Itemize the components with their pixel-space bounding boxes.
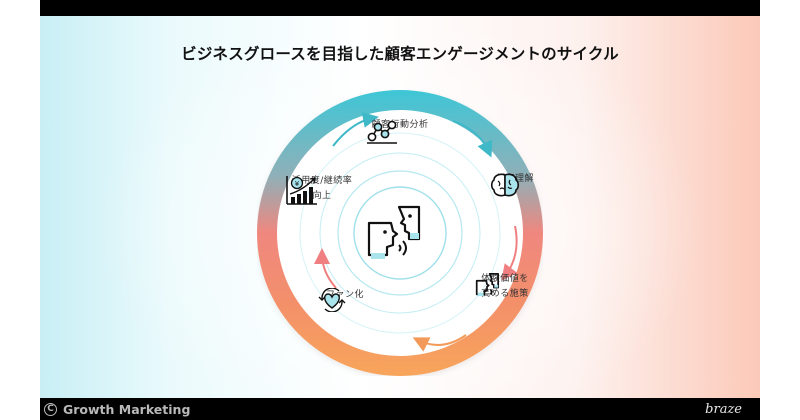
cycle-step-customer-behavior-analysis: 顧客行動分析 <box>365 118 435 144</box>
top-bar <box>40 0 760 16</box>
slide-frame: ビジネスグロースを目指した顧客エンゲージメントのサイクル <box>40 0 760 420</box>
brain-icon <box>490 173 520 197</box>
cycle-step-customer-understanding: 顧客理解 <box>490 172 540 197</box>
slide: ビジネスグロースを目指した顧客エンゲージメントのサイクル <box>40 16 760 398</box>
braze-logo: braze <box>705 401 742 417</box>
footer-brand: C Growth Marketing <box>44 402 190 417</box>
svg-text:¥: ¥ <box>295 180 300 188</box>
engagement-cycle-diagram: 顧客行動分析 顧客理解 体験価値 <box>257 90 543 376</box>
footer-bar: C Growth Marketing braze <box>40 398 760 420</box>
copyright-icon: C <box>44 402 57 416</box>
conversation-faces-icon <box>367 205 421 259</box>
conversation-faces-icon <box>475 273 499 297</box>
data-nodes-icon <box>367 120 397 144</box>
cycle-step-experience-value-measures: 体験価値を 高める施策 <box>475 272 535 302</box>
cycle-step-utilization-retention: ¥ 活用度/継続率 向上 <box>285 174 359 205</box>
growth-chart-yen-icon: ¥ <box>286 176 317 205</box>
footer-label: Growth Marketing <box>63 401 191 417</box>
slide-title: ビジネスグロースを目指した顧客エンゲージメントのサイクル <box>181 45 619 63</box>
heart-cycle-icon <box>318 288 346 312</box>
cycle-step-fan-conversion: ファン化 <box>317 288 373 312</box>
